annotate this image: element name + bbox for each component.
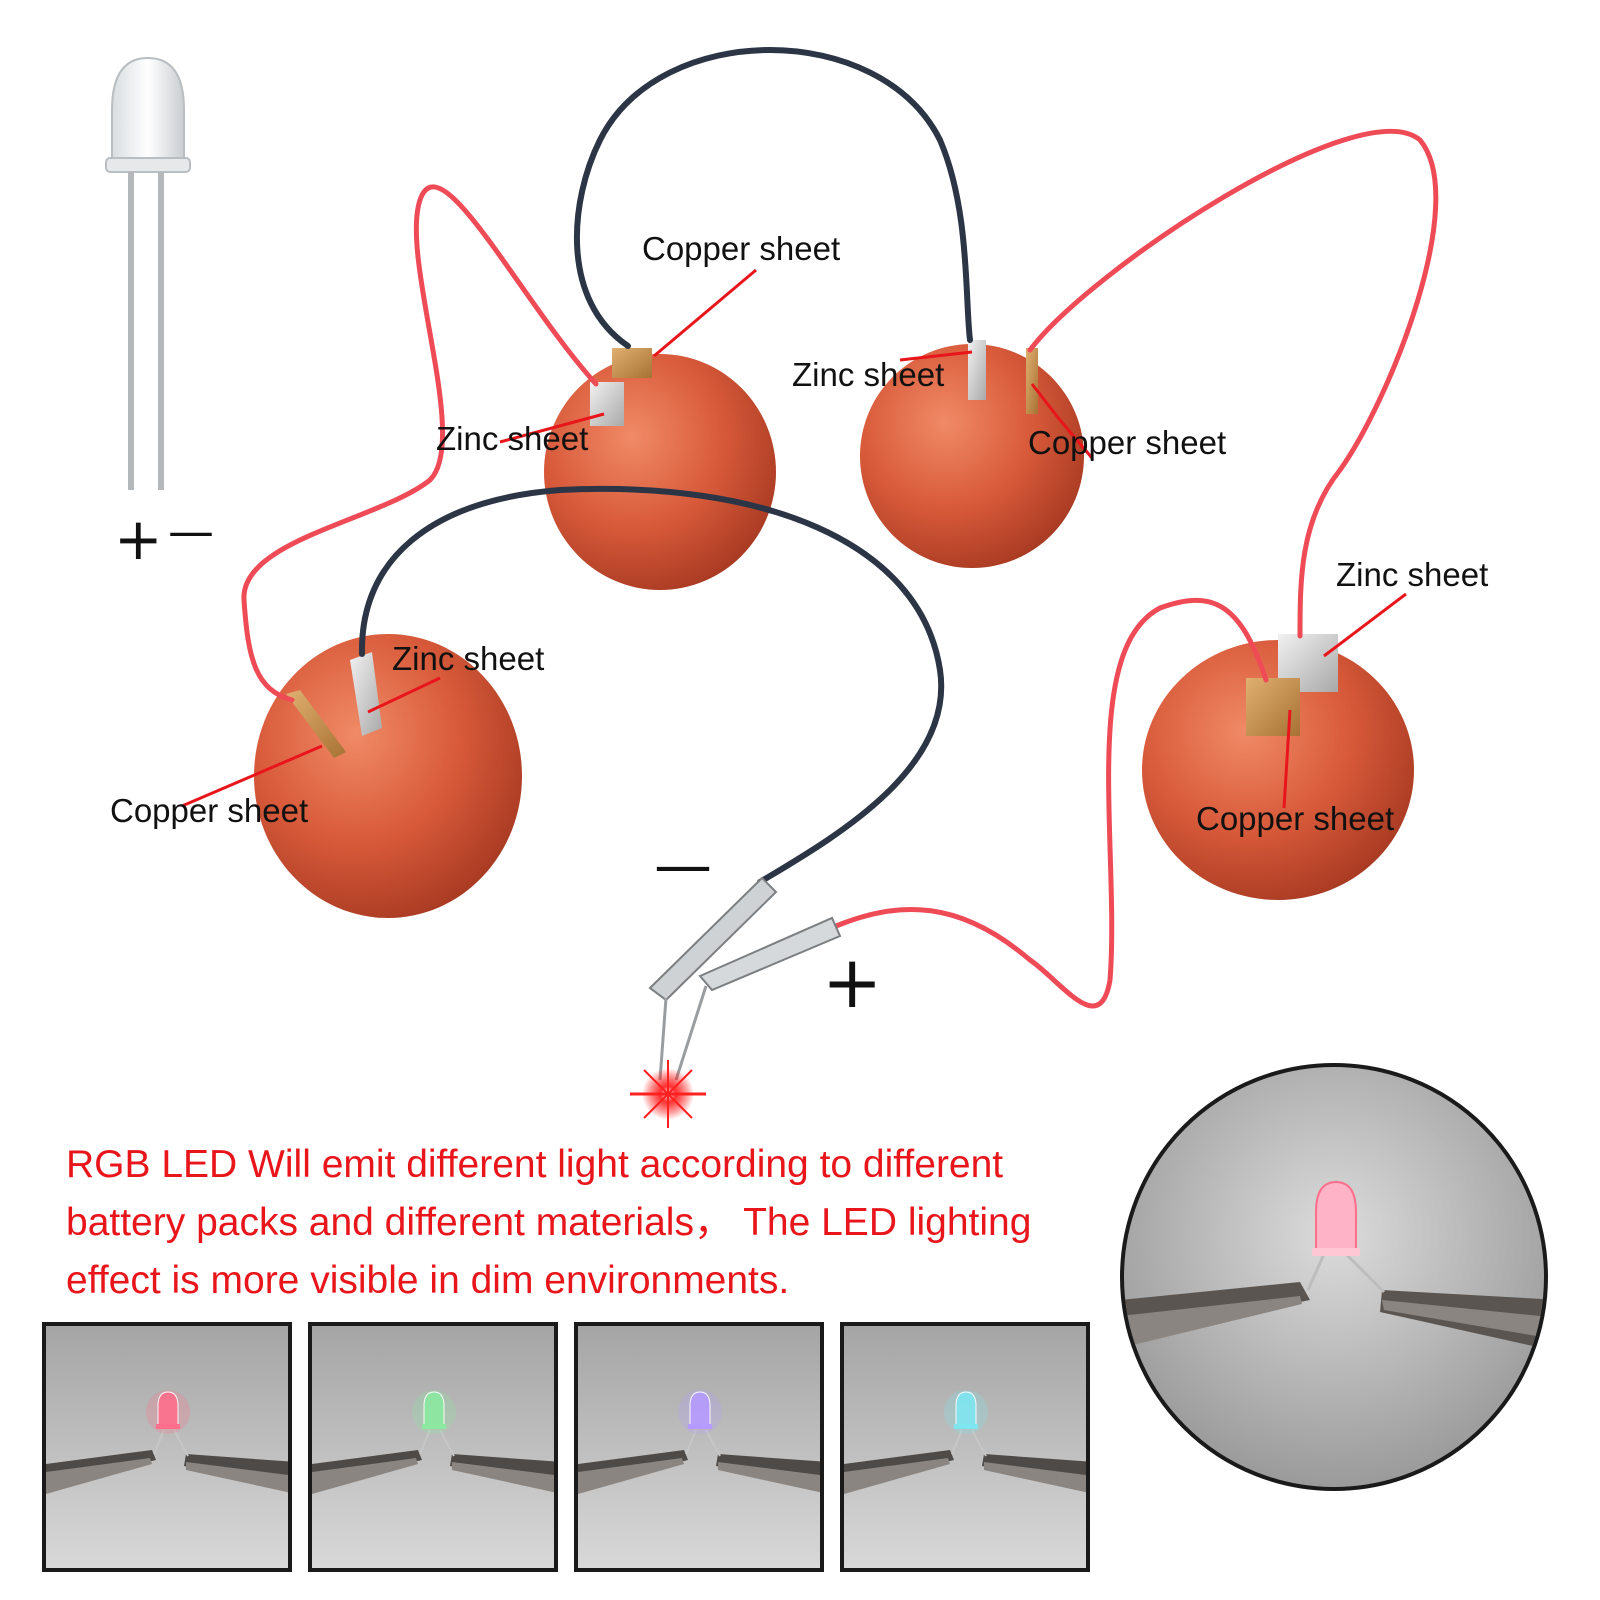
- copper-sheet-2: [1026, 348, 1038, 414]
- label-zinc-sheet-right: Zinc sheet: [1336, 556, 1489, 593]
- thumb-led-rim: [688, 1424, 712, 1429]
- black-wire-bottom: [358, 485, 945, 885]
- clip-minus-sign: —: [654, 831, 712, 899]
- label-copper-sheet-right-mid: Copper sheet: [1028, 424, 1227, 461]
- led-closeup-circle: [1120, 1063, 1548, 1491]
- thumb-led-lead-left: [153, 1429, 165, 1455]
- thumb-led: [423, 1391, 445, 1427]
- led-minus-sign: —: [168, 504, 214, 558]
- leader-zinc-right: [1323, 592, 1407, 658]
- copper-sheet-4: [1246, 678, 1300, 736]
- thumb-led-lead-right: [971, 1429, 987, 1457]
- copper-sheet-3: [286, 690, 346, 758]
- led-plus-sign: +: [114, 505, 163, 573]
- led-component: [105, 56, 191, 490]
- label-copper-sheet-top: Copper sheet: [642, 230, 841, 267]
- thumb-led: [157, 1391, 179, 1427]
- label-zinc-sheet-left-bottom: Zinc sheet: [392, 640, 545, 677]
- leader-zinc-left-bottom: [367, 676, 441, 714]
- red-wire-right-top: [1027, 128, 1439, 639]
- thumb-led-lead-left: [685, 1429, 697, 1455]
- thumb-led-lead-left: [951, 1429, 963, 1455]
- thumb-clip-left-jaw: [844, 1458, 950, 1494]
- label-copper-sheet-right-bottom: Copper sheet: [1196, 800, 1395, 837]
- alligator-clip-positive: [674, 916, 842, 1081]
- thumb-led-lead-right: [173, 1429, 189, 1457]
- alligator-clip-negative: [648, 876, 778, 1081]
- thumbnail-red-led: [42, 1322, 292, 1572]
- thumb-clip-right-jaw: [984, 1462, 1086, 1493]
- thumbnail-green-led: [308, 1322, 558, 1572]
- leader-zinc-left-mid: [499, 412, 605, 444]
- zinc-sheet-3: [350, 652, 382, 736]
- red-wire-bottom: [833, 598, 1269, 1009]
- leader-copper-left-bottom: [181, 744, 323, 808]
- label-zinc-sheet-left-mid: Zinc sheet: [436, 420, 589, 457]
- thumbnail-cyan-led: [840, 1322, 1090, 1572]
- fruit-top-left: [544, 354, 776, 590]
- thumb-led-lead-left: [419, 1429, 431, 1455]
- thumb-led-rim: [422, 1424, 446, 1429]
- thumb-led: [689, 1391, 711, 1427]
- thumb-clip-left-jaw: [312, 1458, 418, 1494]
- fruit-bottom-left: [254, 634, 522, 918]
- leader-zinc-center: [899, 350, 973, 362]
- thumb-led-rim: [954, 1424, 978, 1429]
- fruit-bottom-right: [1142, 640, 1414, 900]
- thumb-led: [955, 1391, 977, 1427]
- thumb-led-lead-right: [439, 1429, 455, 1457]
- label-copper-sheet-left-bottom: Copper sheet: [110, 792, 309, 829]
- clip-plus-sign: +: [822, 940, 883, 1024]
- red-spark: [630, 1060, 706, 1128]
- thumb-clip-left-jaw: [46, 1458, 152, 1494]
- leader-copper-right-mid: [1030, 383, 1094, 459]
- thumbnail-purple-led: [574, 1322, 824, 1572]
- caption-text: RGB LED Will emit different light accord…: [66, 1143, 1032, 1302]
- leader-copper-right-bottom: [1282, 709, 1292, 809]
- thumb-led-lead-right: [705, 1429, 721, 1457]
- zinc-sheet-1: [590, 382, 624, 426]
- zinc-sheet-2: [968, 340, 986, 400]
- black-wire-top: [573, 47, 973, 349]
- leader-copper-top: [653, 268, 757, 358]
- thumb-clip-right-jaw: [186, 1462, 288, 1493]
- thumb-clip-left-jaw: [578, 1458, 684, 1494]
- thumb-led-rim: [156, 1424, 180, 1429]
- thumb-clip-right-jaw: [452, 1462, 554, 1493]
- red-wire-left: [241, 184, 599, 703]
- label-zinc-sheet-center: Zinc sheet: [792, 356, 945, 393]
- copper-sheet-1: [612, 348, 652, 378]
- thumb-clip-right-jaw: [718, 1462, 820, 1493]
